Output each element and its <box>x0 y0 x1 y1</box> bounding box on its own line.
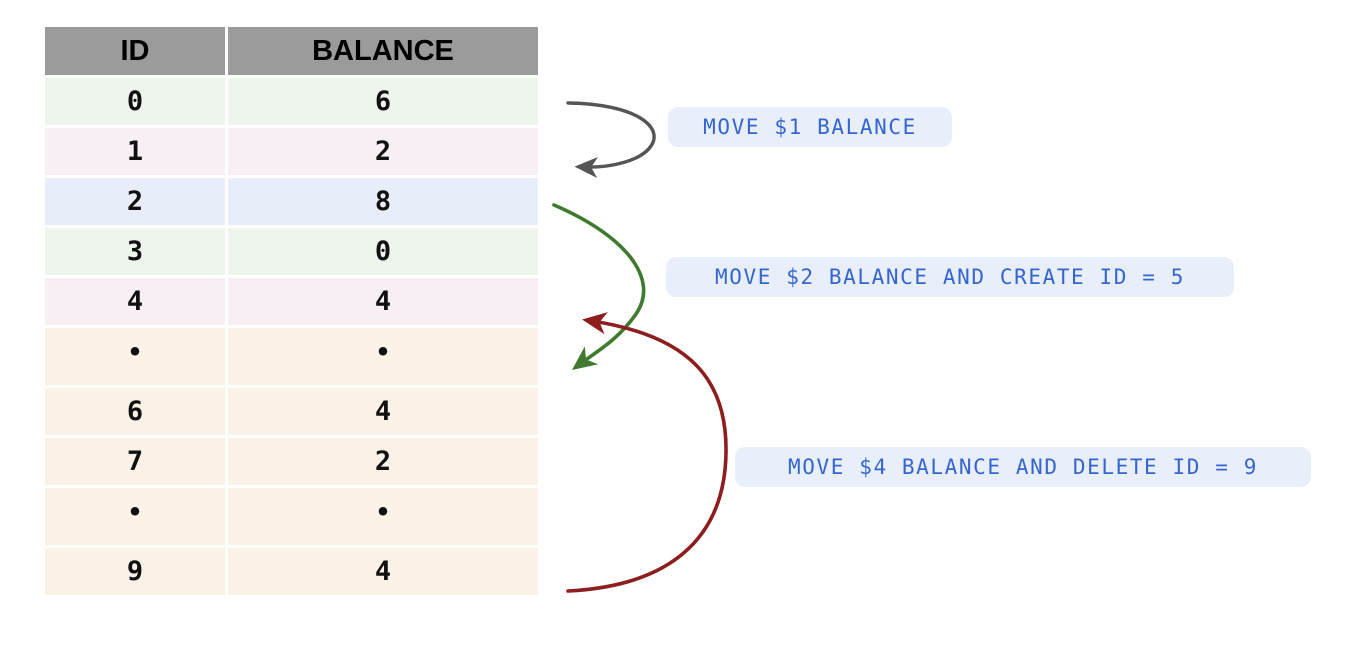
cell-balance: 6 <box>228 78 538 125</box>
cell-id: 2 <box>45 178 225 225</box>
arrow-move-3 <box>566 312 728 593</box>
cell-id: 4 <box>45 278 225 325</box>
cell-balance: 8 <box>228 178 538 225</box>
column-header-balance: BALANCE <box>228 27 538 75</box>
cell-id: 6 <box>45 388 225 435</box>
cell-balance: 0 <box>228 228 538 275</box>
arrow-move-1 <box>566 101 656 179</box>
table-row: •• <box>45 328 538 385</box>
table-header-row: ID BALANCE <box>45 27 538 75</box>
cell-id: 1 <box>45 128 225 175</box>
cell-balance: • <box>228 488 538 545</box>
annotation-pill-move-3: MOVE $4 BALANCE AND DELETE ID = 9 <box>735 447 1311 487</box>
annotation-pill-move-2: MOVE $2 BALANCE AND CREATE ID = 5 <box>666 257 1234 297</box>
cell-id: • <box>45 328 225 385</box>
cell-balance: 4 <box>228 278 538 325</box>
cell-balance: • <box>228 328 538 385</box>
cell-balance: 4 <box>228 388 538 435</box>
cell-id: 0 <box>45 78 225 125</box>
arrow-move-2 <box>552 203 646 371</box>
cell-id: 9 <box>45 548 225 595</box>
cell-id: • <box>45 488 225 545</box>
cell-balance: 4 <box>228 548 538 595</box>
cell-balance: 2 <box>228 128 538 175</box>
column-header-id: ID <box>45 27 225 75</box>
table-row: •• <box>45 488 538 545</box>
cell-id: 7 <box>45 438 225 485</box>
cell-balance: 2 <box>228 438 538 485</box>
annotation-pill-move-1: MOVE $1 BALANCE <box>668 107 952 147</box>
cell-id: 3 <box>45 228 225 275</box>
